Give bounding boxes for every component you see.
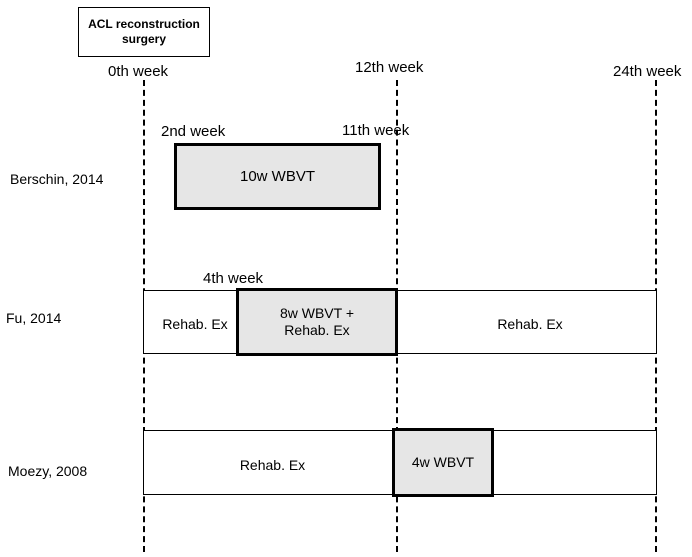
fu-wbvt-block: 8w WBVT + Rehab. Ex	[236, 288, 398, 356]
berschin-wbvt-label: 10w WBVT	[239, 168, 315, 185]
berschin-start-week-label: 2nd week	[161, 123, 226, 140]
berschin-end-week-label: 11th week	[342, 122, 410, 139]
week-12-label: 12th week	[355, 59, 424, 76]
berschin-wbvt-block: 10w WBVT	[174, 143, 381, 210]
study-label-moezy: Moezy, 2008	[8, 463, 88, 479]
fu-rehab-before-label: Rehab. Ex	[162, 316, 228, 332]
fu-wbvt-label: 8w WBVT + Rehab. Ex	[279, 305, 355, 338]
week-24-label: 24th week	[613, 63, 682, 80]
fu-start-week-label: 4th week	[203, 270, 264, 287]
week-0-label: 0th week	[108, 63, 169, 80]
moezy-rehab-label: Rehab. Ex	[239, 457, 306, 473]
moezy-wbvt-block: 4w WBVT	[392, 428, 494, 497]
study-label-berschin: Berschin, 2014	[10, 171, 104, 187]
surgery-label-box: ACL reconstruction surgery	[78, 7, 210, 57]
study-label-fu: Fu, 2014	[6, 310, 62, 326]
fu-rehab-bar	[143, 290, 657, 354]
fu-rehab-after-label: Rehab. Ex	[497, 316, 563, 332]
moezy-wbvt-label: 4w WBVT	[411, 454, 475, 470]
